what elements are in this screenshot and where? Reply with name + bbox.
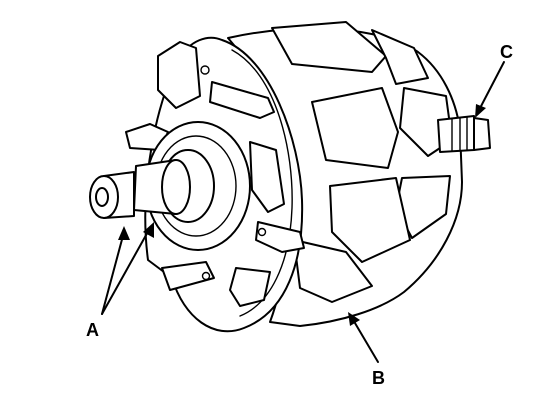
claw-pole-finger: [293, 239, 373, 303]
fan-blade: [229, 267, 271, 307]
fan-blade: [255, 221, 305, 253]
front-shaft: [89, 159, 191, 219]
slip-ring-shaft: [437, 115, 491, 153]
arrow-a1: [101, 231, 125, 315]
fan-blade: [157, 41, 201, 109]
label-a: A: [86, 320, 99, 340]
fan-blades: [125, 41, 305, 307]
fan-blade: [161, 261, 215, 291]
rivet-holes: [200, 65, 267, 281]
callout-arrows: [101, 61, 505, 363]
fan-blade: [249, 141, 285, 213]
claw-pole-finger: [271, 21, 387, 73]
arrow-b: [351, 317, 379, 363]
claw-poles-rear: [271, 21, 453, 303]
label-c: C: [500, 42, 513, 62]
claw-pole-finger: [371, 29, 429, 85]
arrow-a2: [101, 227, 151, 315]
claw-pole-finger: [311, 87, 399, 169]
claw-pole-finger: [329, 177, 411, 263]
label-b: B: [372, 368, 385, 388]
fan-blade: [209, 81, 275, 119]
arrow-c: [477, 61, 505, 113]
